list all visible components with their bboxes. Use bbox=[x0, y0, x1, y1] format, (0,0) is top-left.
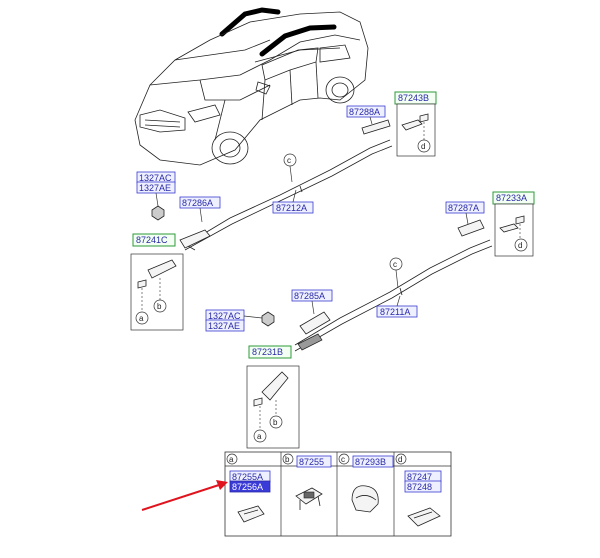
svg-text:87243B: 87243B bbox=[398, 93, 429, 103]
label-87248[interactable]: 87248 bbox=[404, 480, 442, 493]
svg-text:87288A: 87288A bbox=[349, 107, 380, 117]
callout-d-lower bbox=[514, 238, 528, 252]
svg-text:87211A: 87211A bbox=[380, 307, 410, 317]
roof-rail-87211A bbox=[294, 239, 491, 346]
svg-text:87286A: 87286A bbox=[182, 198, 213, 208]
rail-cover-87285A bbox=[299, 311, 331, 335]
svg-text:87233A: 87233A bbox=[496, 193, 527, 203]
roof-rail-87212A bbox=[184, 139, 391, 246]
table-header-d: d bbox=[398, 455, 402, 464]
svg-text:87241C: 87241C bbox=[136, 235, 168, 245]
rail-cover-87288A bbox=[361, 119, 391, 135]
label-87256A[interactable]: 87256A bbox=[229, 480, 271, 493]
label-87212A[interactable]: 87212A bbox=[272, 201, 314, 214]
label-87233A[interactable]: 87233A bbox=[492, 191, 535, 205]
svg-text:87293B: 87293B bbox=[355, 457, 386, 467]
svg-text:d: d bbox=[518, 241, 522, 250]
svg-text:c: c bbox=[393, 260, 397, 269]
svg-text:d: d bbox=[421, 142, 425, 151]
svg-text:87287A: 87287A bbox=[448, 203, 479, 213]
car-illustration bbox=[134, 7, 369, 166]
callout-a-lower bbox=[253, 429, 267, 443]
detail-box-87233A bbox=[494, 203, 534, 257]
svg-text:1327AC: 1327AC bbox=[208, 311, 241, 321]
table-header-a: a bbox=[229, 455, 234, 464]
svg-text:87256A: 87256A bbox=[232, 482, 263, 492]
callout-a-upper bbox=[135, 311, 149, 325]
svg-text:a: a bbox=[139, 314, 144, 323]
svg-text:1327AE: 1327AE bbox=[139, 183, 171, 193]
svg-text:1327AE: 1327AE bbox=[208, 321, 240, 331]
label-87255[interactable]: 87255 bbox=[296, 455, 332, 468]
svg-text:87212A: 87212A bbox=[276, 203, 307, 213]
table-header-c: c bbox=[341, 455, 345, 464]
svg-text:87247: 87247 bbox=[407, 472, 432, 482]
label-1327AE-upper[interactable]: 1327AE bbox=[136, 181, 176, 194]
table-header-b: b bbox=[285, 455, 290, 464]
svg-text:87255: 87255 bbox=[299, 457, 324, 467]
label-87241C[interactable]: 87241C bbox=[132, 233, 176, 247]
svg-text:b: b bbox=[157, 302, 162, 311]
svg-text:1327AC: 1327AC bbox=[139, 173, 172, 183]
svg-text:a: a bbox=[257, 432, 262, 441]
callout-d-upper bbox=[417, 139, 431, 153]
label-87247[interactable]: 87247 bbox=[404, 470, 442, 483]
label-87255A[interactable]: 87255A bbox=[229, 470, 271, 483]
label-87288A[interactable]: 87288A bbox=[346, 105, 386, 118]
label-87211A[interactable]: 87211A bbox=[376, 305, 418, 318]
svg-text:87255A: 87255A bbox=[232, 472, 263, 482]
label-1327AC-upper[interactable]: 1327AC bbox=[136, 171, 176, 184]
nut-icon-lower bbox=[261, 311, 275, 327]
label-87231B[interactable]: 87231B bbox=[248, 345, 292, 359]
label-1327AE-lower[interactable]: 1327AE bbox=[205, 319, 245, 332]
nut-icon-upper bbox=[151, 205, 165, 221]
parts-table: a b c d 87255A 87256A 87255 87293B bbox=[224, 451, 452, 537]
svg-text:87231B: 87231B bbox=[252, 347, 283, 357]
label-87293B[interactable]: 87293B bbox=[352, 455, 394, 468]
label-87243B[interactable]: 87243B bbox=[394, 91, 437, 105]
red-arrow-icon bbox=[141, 480, 228, 511]
callout-b-upper bbox=[153, 299, 167, 313]
label-87285A[interactable]: 87285A bbox=[291, 289, 333, 302]
svg-text:c: c bbox=[287, 156, 291, 165]
svg-text:b: b bbox=[273, 418, 278, 427]
svg-text:87248: 87248 bbox=[407, 482, 432, 492]
label-87286A[interactable]: 87286A bbox=[179, 196, 221, 209]
label-87287A[interactable]: 87287A bbox=[445, 201, 485, 214]
rail-cover-87287A bbox=[457, 219, 485, 237]
callout-b-lower bbox=[269, 415, 283, 429]
svg-text:87285A: 87285A bbox=[294, 291, 325, 301]
label-1327AC-lower[interactable]: 1327AC bbox=[205, 309, 245, 322]
